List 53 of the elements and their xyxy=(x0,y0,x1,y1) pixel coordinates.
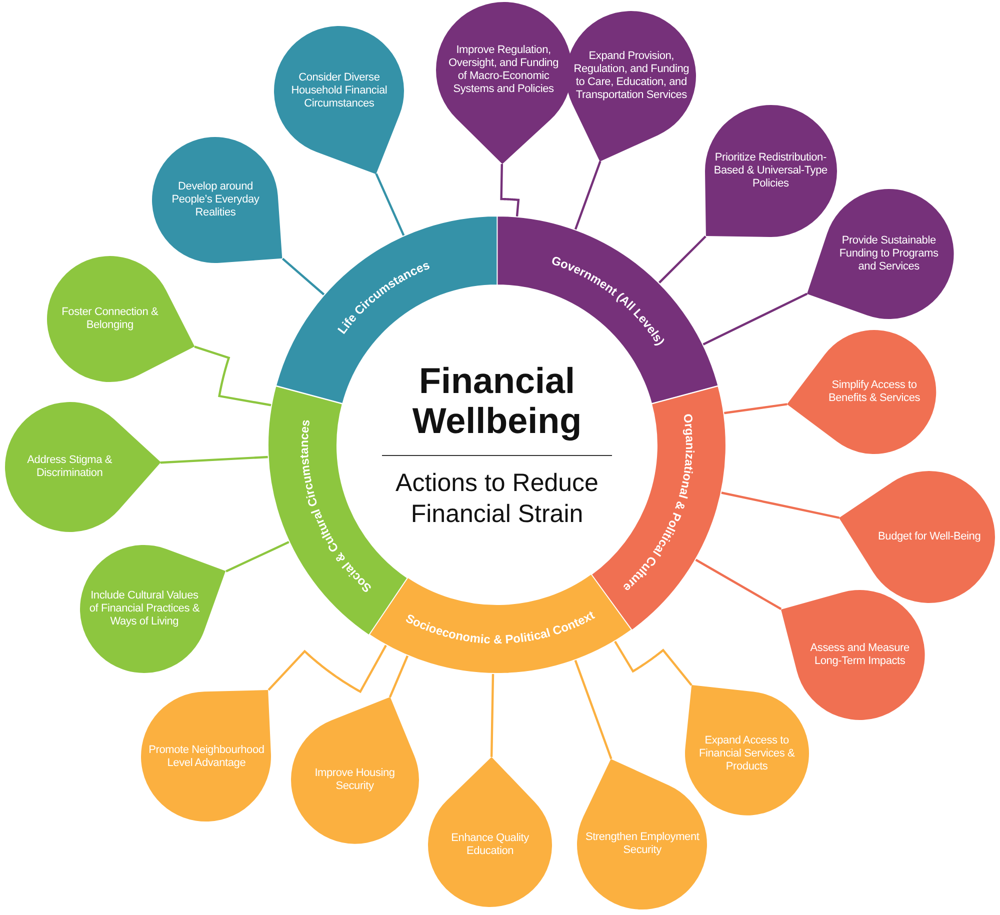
subtitle-text: Actions to Reduce Financial Strain xyxy=(394,468,600,530)
connector-line xyxy=(720,492,840,519)
connector-line xyxy=(160,456,268,464)
connector-line xyxy=(282,258,325,296)
teardrop-bubble xyxy=(704,105,837,238)
action-text: Expand Access to Financial Services & Products xyxy=(698,734,796,773)
teardrop-bubble xyxy=(781,590,925,720)
teardrop-bubble xyxy=(80,545,226,674)
action-text: Enhance Quality Education xyxy=(450,832,530,858)
connector-line xyxy=(388,655,409,698)
action-text: Improve Housing Security xyxy=(314,767,396,794)
action-text: Include Cultural Values of Financial Practices & Ways of Living xyxy=(88,590,200,629)
teardrop-bubble xyxy=(141,690,272,822)
action-text: Assess and Measure Long-Term Impacts xyxy=(809,642,910,668)
action-text: Promote Neighbourhood Level Advantage xyxy=(148,744,264,770)
connector-line xyxy=(614,640,692,686)
connector-line xyxy=(724,403,788,414)
teardrop-bubble xyxy=(684,685,809,816)
connector-line xyxy=(500,164,520,217)
connector-line xyxy=(574,160,602,230)
title-text: Financial Wellbeing xyxy=(411,360,583,440)
action-text: Improve Regulation, Oversight, and Funding of Macro-Economic Systems and Policies xyxy=(448,44,560,96)
teardrop-bubble xyxy=(290,697,419,844)
action-text: Consider Diverse Household Financial Circumstances xyxy=(290,71,388,110)
action-text: Strengthen Employment Security xyxy=(584,831,700,858)
connector-line xyxy=(702,292,808,346)
teardrop-bubble xyxy=(436,2,572,164)
connector-line xyxy=(268,644,387,694)
teardrop-bubble xyxy=(577,758,708,910)
connector-line xyxy=(226,540,290,572)
teardrop-bubble xyxy=(428,756,552,907)
connector-line xyxy=(194,346,272,406)
connector-line xyxy=(694,558,782,610)
teardrop-bubble xyxy=(566,10,696,162)
connector-line xyxy=(574,660,612,760)
teardrop-bubble xyxy=(807,188,954,319)
teardrop-bubble xyxy=(46,256,195,382)
connector-line xyxy=(490,674,494,757)
action-text: Expand Provision, Regulation, and Funding to Care, Education, and Transportation Services xyxy=(574,50,690,102)
teardrop-bubble xyxy=(4,402,160,532)
action-text: Foster Connection & Belonging xyxy=(60,306,160,332)
action-text: Address Stigma & Discrimination xyxy=(26,454,113,480)
teardrop-bubble xyxy=(274,26,404,174)
action-text: Provide Sustainable Funding to Programs and Services xyxy=(838,234,940,274)
connector-line xyxy=(658,236,706,284)
action-text: Simplify Access to Benefits & Services xyxy=(828,378,922,405)
action-text: Budget for Well-Being xyxy=(877,530,982,544)
action-text: Prioritize Redistribution-Based & Universal-Type Policies xyxy=(712,152,828,191)
teardrop-bubble xyxy=(787,330,936,454)
teardrop-bubble xyxy=(152,137,283,264)
connector-line xyxy=(375,173,405,236)
action-text: Develop around People’s Everyday Realities xyxy=(170,180,260,220)
teardrop-bubble xyxy=(839,470,996,603)
